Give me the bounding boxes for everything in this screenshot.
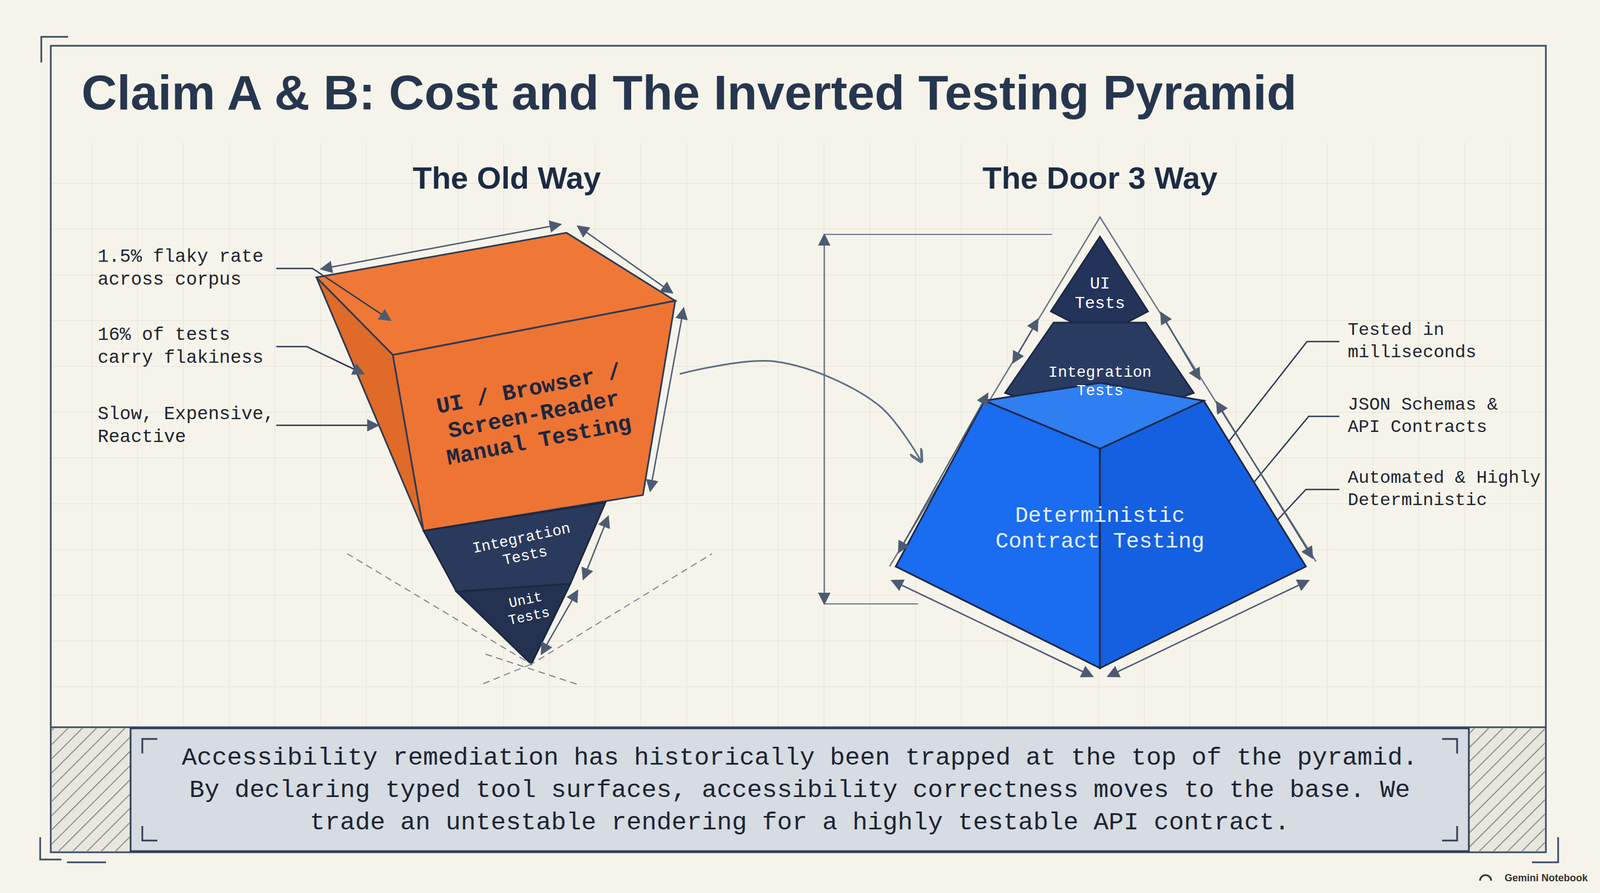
callout-note: Slow, Expensive, Reactive [97,402,282,450]
dimension-arrow [320,224,561,269]
dimension-arrow [898,393,988,553]
section-heading: The Old Way [339,159,675,197]
illustration-shape [276,346,364,374]
slide-title: Claim A & B: Cost and The Inverted Testi… [81,65,1533,120]
testing-layer: UI Tests [1066,274,1134,315]
callout-note: JSON Schemas & API Contracts [1347,394,1516,439]
callout-note: 16% of tests carry flakiness [97,323,282,371]
dimension-arrow [650,308,684,492]
watermark: Gemini Notebook [1420,872,1588,885]
callout-note: 1.5% flaky rate across corpus [97,245,282,292]
caption-band [50,727,1546,881]
dimension-line [823,234,826,604]
dimension-arrow [891,580,1093,677]
grid [50,142,1546,728]
testing-layer: Integration Tests [462,518,585,578]
testing-layer: Deterministic Contract Testing [921,453,1279,566]
dimension-arrow [1107,580,1309,677]
layer-label: Unit Tests [491,585,564,632]
dimension-line [824,603,919,605]
testing-layer: Integration Tests [1038,363,1162,401]
ui-tip [1050,236,1148,337]
box-front [392,300,676,531]
layer-label: UI Tests [1066,274,1134,315]
corner-bracket [41,36,69,63]
pyramid [824,217,1316,677]
integration-band [423,502,606,592]
layer-label: Integration Tests [1038,363,1162,401]
dimension-arrow [577,226,673,293]
layer-label: UI / Browser / Screen-Reader Manual Test… [422,356,646,475]
dimension-arrow [1216,401,1313,559]
hatch [1468,728,1545,852]
dimension-line [824,233,1052,235]
dimension-arrow [541,590,578,655]
inverted-pyramid [316,224,713,686]
flow-arrow [679,361,922,462]
illustration-shape [276,268,391,321]
caption-box [130,728,1469,852]
layer-label: Deterministic Contract Testing [982,503,1218,555]
section-heading: The Door 3 Way [904,159,1296,197]
dimension-arrow [1160,312,1200,380]
layer-label: Integration Tests [462,518,585,578]
testing-layer: Unit Tests [491,585,564,632]
callout-note: Tested in milliseconds [1347,319,1549,364]
corner-bracket [142,738,1458,841]
callout-note: Automated & Highly Deterministic [1347,467,1549,512]
watermark-icon [1480,875,1492,881]
illustration-shape [276,424,379,427]
caption: Accessibility remediation has historical… [163,742,1436,840]
frame [50,45,1546,853]
dimension-arrow [1012,319,1039,363]
guide-line [347,553,713,686]
unit-tip [456,583,571,665]
hatch [51,728,131,852]
testing-layer: UI / Browser / Screen-Reader Manual Test… [394,346,675,486]
dimension-arrow [583,516,609,580]
